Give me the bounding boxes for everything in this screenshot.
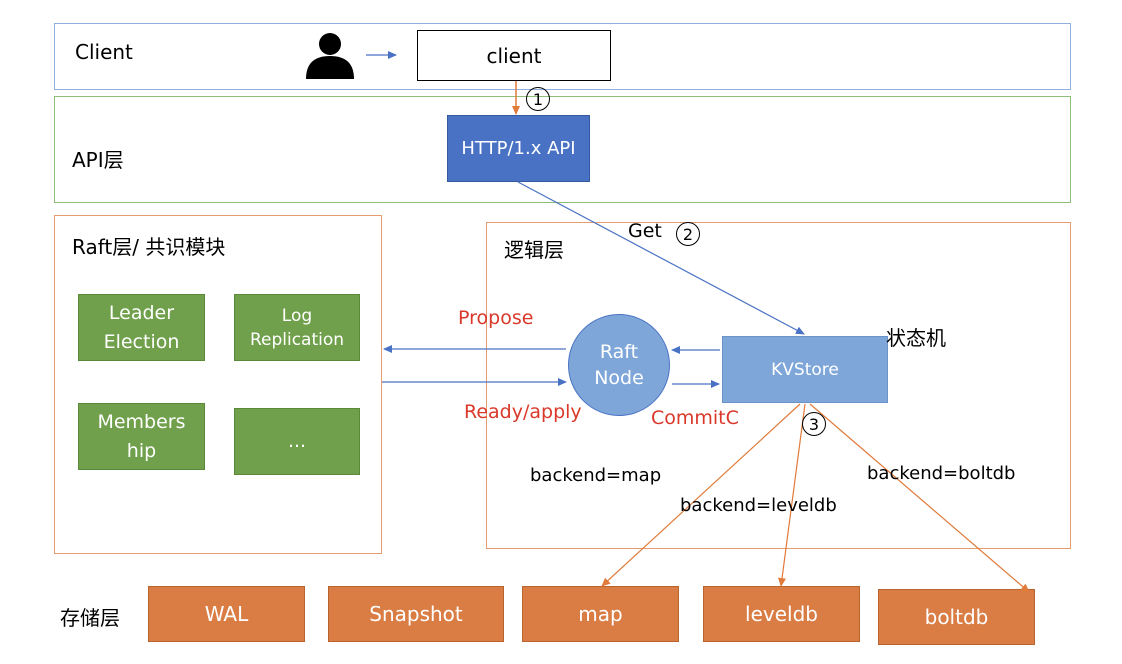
api-layer-label: API层 [72,148,124,172]
leader-election-label: Leader Election [103,301,180,353]
log-replication-label: Log Replication [249,305,345,350]
more-modules-label: ... [287,430,307,452]
backend-boltdb-label: backend=boltdb [867,463,1016,484]
storage-wal: WAL [148,586,305,642]
more-modules: ... [234,408,360,475]
raft-node-label: Raft Node [594,341,644,389]
membership-module: Members hip [78,403,205,470]
log-replication-module: Log Replication [234,294,360,361]
client-layer [54,23,1071,90]
get-label: Get [628,220,662,242]
http-api-node: HTTP/1.x API [447,115,590,182]
step-marker-1: 1 [526,87,550,111]
storage-map: map [522,586,679,642]
backend-leveldb-label: backend=leveldb [680,495,837,516]
raft-layer-label: Raft层/ 共识模块 [72,235,226,259]
propose-label: Propose [458,307,534,329]
kvstore-node: KVStore [722,336,888,403]
storage-layer-label: 存储层 [60,606,120,630]
storage-leveldb: leveldb [703,586,860,642]
client-layer-label: Client [75,40,133,64]
raft-layer [54,215,382,554]
backend-map-label: backend=map [530,465,662,486]
commitc-label: CommitC [651,407,739,429]
storage-boltdb: boltdb [878,589,1035,645]
step-marker-3: 3 [802,412,826,436]
logic-layer-label: 逻辑层 [504,238,564,262]
membership-label: Members hip [97,410,186,462]
step-marker-2: 2 [676,222,700,246]
client-node: client [417,30,611,81]
raft-node: Raft Node [568,314,670,416]
ready-apply-label: Ready/apply [464,401,582,423]
state-machine-label: 状态机 [886,326,946,350]
leader-election-module: Leader Election [78,294,205,361]
storage-snapshot: Snapshot [328,586,504,642]
